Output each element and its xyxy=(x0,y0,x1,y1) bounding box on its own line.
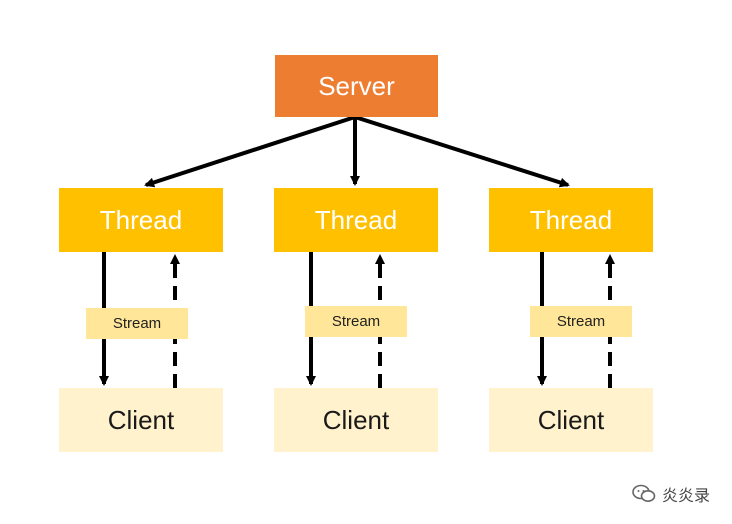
client-box-3: Client xyxy=(489,388,653,452)
client-label: Client xyxy=(537,404,605,435)
thread-label: Thread xyxy=(314,204,398,235)
client-label: Client xyxy=(322,404,390,435)
thread-box-1: Thread xyxy=(59,188,223,252)
thread-box-2: Thread xyxy=(274,188,438,252)
thread-label: Thread xyxy=(529,204,613,235)
client-label: Client xyxy=(107,404,175,435)
stream-label-box-2: Stream xyxy=(305,306,407,337)
stream-label: Stream xyxy=(331,313,381,330)
client-box-2: Client xyxy=(274,388,438,452)
server-box: Server xyxy=(275,55,438,117)
server-to-thread-3-arrow xyxy=(354,115,570,188)
stream-label-box-3: Stream xyxy=(530,306,632,337)
thread-box-3: Thread xyxy=(489,188,653,252)
stream-label: Stream xyxy=(556,313,606,330)
watermark: 炎炎录 xyxy=(632,482,710,506)
stream-label-box-1: Stream xyxy=(86,308,188,339)
server-to-thread-1-arrow xyxy=(144,115,356,188)
server-label: Server xyxy=(318,70,395,101)
watermark-text: 炎炎录 xyxy=(661,488,710,505)
wechat-icon xyxy=(632,484,656,502)
thread-label: Thread xyxy=(99,204,183,235)
client-box-1: Client xyxy=(59,388,223,452)
stream-label: Stream xyxy=(112,315,162,332)
